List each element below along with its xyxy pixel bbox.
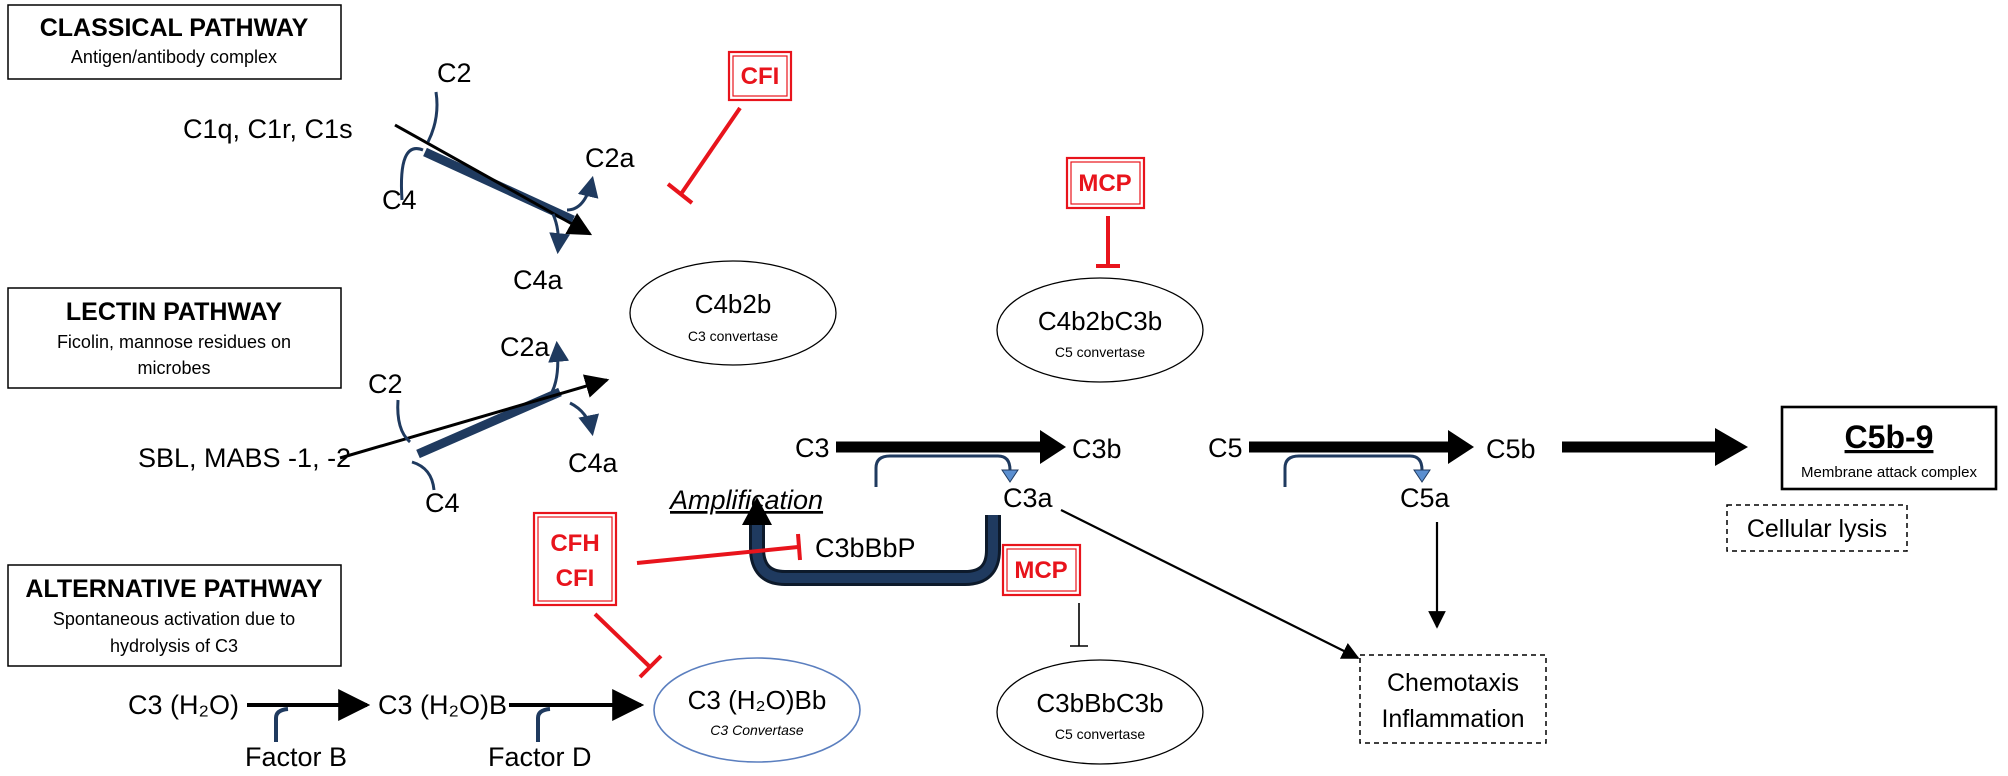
sbl-label: SBL, MABS -1, -2 — [138, 443, 351, 473]
factor-b-label: Factor B — [245, 742, 347, 772]
c5-main-head — [1448, 430, 1474, 464]
mac-title: C5b-9 — [1845, 419, 1934, 455]
c1qrs-label: C1q, C1r, C1s — [183, 114, 353, 144]
c5a-release-curve — [1283, 454, 1424, 487]
c4b2b-type: C3 convertase — [688, 328, 778, 344]
c3-label: C3 — [795, 433, 830, 463]
c4a-lectin-label: C4a — [568, 448, 619, 478]
c2-classical-curve — [426, 91, 439, 143]
chemotaxis-label: Chemotaxis — [1387, 669, 1519, 697]
c4b2bc3b-name: C4b2bC3b — [1038, 306, 1162, 336]
c2a-classical-label: C2a — [585, 143, 636, 173]
cfi-top-label: CFI — [741, 63, 780, 90]
mcp-mid-inhibitor: MCP — [1001, 543, 1088, 647]
c3h2obb-type: C3 Convertase — [710, 722, 804, 738]
cfi-mid-label: CFI — [556, 565, 595, 592]
c2-lectin-curve — [396, 399, 412, 444]
factor-d-label: Factor D — [488, 742, 592, 772]
alternative-pathway-title: ALTERNATIVE PATHWAY — [25, 575, 323, 603]
mac-box: C5b-9 Membrane attack complex — [1780, 405, 1998, 491]
c4a-lectin-arrow — [569, 401, 599, 437]
cfh-cfi-inhibitor: CFH CFI — [532, 511, 802, 679]
amplification-label: Amplification — [668, 485, 823, 515]
c3bbbc3b-ellipse: C3bBbC3b C5 convertase — [996, 659, 1204, 765]
cfh-to-c3bbbp-line — [636, 545, 799, 565]
c3-main-head — [1040, 430, 1066, 464]
c3b-label: C3b — [1072, 434, 1122, 464]
lectin-main-arrow — [339, 374, 610, 460]
alternative-pathway-subtitle-1: Spontaneous activation due to — [53, 609, 295, 629]
mac-arrow-head — [1715, 428, 1748, 466]
c3h2o-label: C3 (H₂O) — [128, 690, 239, 720]
c2a-lectin-arrow — [548, 340, 570, 393]
c4-lectin-curve — [411, 460, 436, 491]
classical-reaction: C1q, C1r, C1s C2 C4 C2a C4a — [183, 58, 636, 295]
cfi-top-inhibit-bar — [666, 182, 694, 205]
c3a-to-inflammation-arrow — [1060, 509, 1360, 659]
factor-b-curve — [274, 707, 289, 742]
classical-main-arrow — [394, 123, 593, 236]
cfi-top-inhibit-line — [679, 106, 742, 196]
classical-pathway-title: CLASSICAL PATHWAY — [40, 14, 309, 42]
lysis-label: Cellular lysis — [1747, 515, 1887, 543]
inflammation-label: Inflammation — [1381, 705, 1524, 733]
cfi-top-inhibitor: CFI — [666, 50, 793, 205]
classical-band — [423, 147, 575, 225]
c5b-label: C5b — [1486, 434, 1536, 464]
c4a-classical-label: C4a — [513, 265, 564, 295]
c4b2bc3b-type: C5 convertase — [1055, 344, 1145, 360]
cfi-to-c3h2obb-line — [593, 612, 652, 669]
lectin-pathway-box: LECTIN PATHWAY Ficolin, mannose residues… — [7, 287, 342, 389]
c4b2b-name: C4b2b — [695, 289, 772, 319]
c3h2obb-ellipse: C3 (H₂O)Bb C3 Convertase — [653, 657, 861, 763]
alternative-pathway-box: ALTERNATIVE PATHWAY Spontaneous activati… — [7, 564, 342, 667]
c2-lectin-label: C2 — [368, 369, 403, 399]
alternative-reaction: C3 (H₂O) C3 (H₂O)B Factor B Factor D — [128, 689, 645, 772]
cfi-to-c3h2obb-bar — [638, 654, 663, 679]
c5-cleavage: C5 C5b C5a — [1208, 428, 1748, 513]
c3bbbc3b-name: C3bBbC3b — [1036, 688, 1163, 718]
c4a-classical-arrow — [549, 213, 571, 255]
c4-lectin-label: C4 — [425, 488, 460, 518]
classical-pathway-subtitle: Antigen/antibody complex — [71, 47, 277, 67]
c5a-label: C5a — [1400, 483, 1451, 513]
c4b2bc3b-ellipse: C4b2bC3b C5 convertase — [996, 277, 1204, 383]
c5a-release-head — [1413, 469, 1431, 483]
c3-cleavage: C3 C3b C3a C3bBbP Amplification — [668, 430, 1122, 586]
c3h2obb-name: C3 (H₂O)Bb — [688, 685, 827, 715]
mcp-top-inhibitor: MCP — [1065, 156, 1146, 268]
c4b2b-ellipse: C4b2b C3 convertase — [629, 260, 837, 366]
amplification-loop-inner — [752, 515, 998, 583]
chemotaxis-box: Chemotaxis Inflammation — [1359, 654, 1547, 744]
c5-label: C5 — [1208, 433, 1243, 463]
mcp-mid-label: MCP — [1014, 557, 1067, 584]
c3a-release-curve — [874, 454, 1012, 487]
c4-classical-label: C4 — [382, 185, 417, 215]
lectin-reaction: C2 C4 C2a C4a SBL, MABS -1, -2 — [138, 332, 619, 518]
c2a-lectin-label: C2a — [500, 332, 551, 362]
c3bbbc3b-type: C5 convertase — [1055, 726, 1145, 742]
lectin-band — [416, 387, 562, 459]
c2-classical-label: C2 — [437, 58, 472, 88]
mcp-top-label: MCP — [1078, 170, 1131, 197]
cfh-to-c3bbbp-bar — [796, 533, 802, 561]
c3a-release-head — [1001, 469, 1019, 483]
lysis-box: Cellular lysis — [1726, 504, 1908, 552]
alternative-pathway-subtitle-2: hydrolysis of C3 — [110, 636, 238, 656]
lectin-pathway-subtitle-2: microbes — [137, 358, 210, 378]
lectin-pathway-title: LECTIN PATHWAY — [66, 298, 283, 326]
c4-classical-curve — [399, 147, 424, 201]
cfh-label: CFH — [550, 530, 599, 557]
c3a-label: C3a — [1003, 483, 1054, 513]
factor-d-curve — [536, 707, 551, 742]
c3bbbp-label: C3bBbP — [815, 533, 916, 563]
classical-pathway-box: CLASSICAL PATHWAY Antigen/antibody compl… — [7, 4, 342, 80]
lectin-pathway-subtitle-1: Ficolin, mannose residues on — [57, 332, 291, 352]
c3h2ob-label: C3 (H₂O)B — [378, 690, 507, 720]
mac-subtitle: Membrane attack complex — [1801, 464, 1977, 481]
c2a-classical-arrow — [566, 175, 599, 212]
amplification-head — [742, 497, 772, 525]
